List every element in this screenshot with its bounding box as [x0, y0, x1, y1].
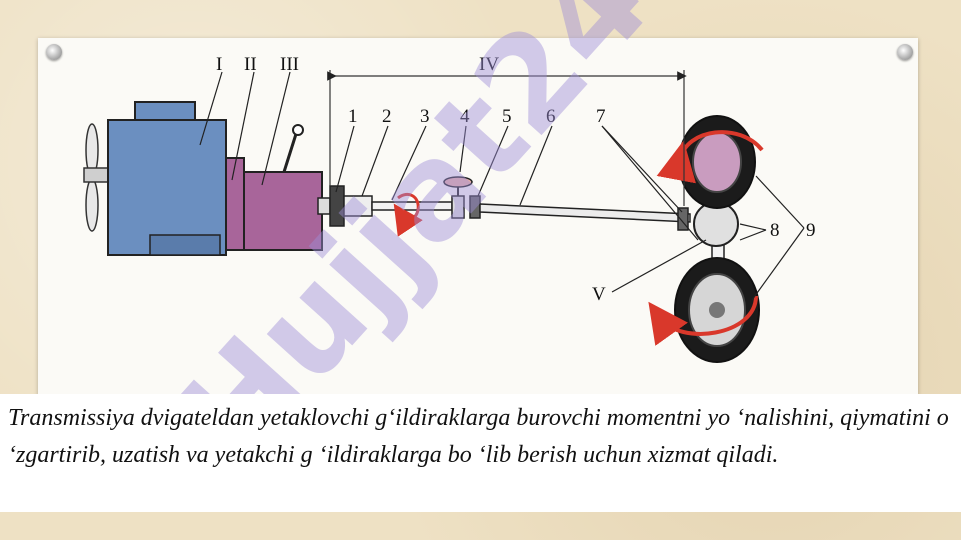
- pushpin-icon: [897, 44, 913, 60]
- pushpin-icon: [46, 44, 62, 60]
- wheel-upper: [678, 115, 756, 209]
- leader-lines: [199, 71, 805, 301]
- label-ii: II: [244, 54, 257, 75]
- label-i: I: [216, 54, 222, 75]
- dimension-line-iv: [327, 70, 687, 206]
- caption-box: [0, 394, 961, 512]
- engine-block: [107, 101, 227, 256]
- rotation-arrow-icon: [648, 295, 758, 346]
- label-iv: IV: [479, 54, 499, 75]
- part-6: 6: [546, 106, 556, 127]
- wheel-lower: [674, 257, 760, 363]
- part-9: 9: [806, 220, 816, 241]
- label-iii: III: [280, 54, 299, 75]
- part-4: 4: [460, 106, 470, 127]
- fan-icon: [83, 123, 115, 232]
- part-1: 1: [348, 106, 358, 127]
- gearbox: [243, 124, 323, 251]
- clutch-housing: [225, 157, 245, 251]
- part-5: 5: [502, 106, 512, 127]
- caption-text: Transmissiya dvigateldan yetaklovchi g‘i…: [8, 405, 949, 468]
- label-v: V: [592, 284, 606, 305]
- rotation-arrow-icon: [393, 193, 423, 237]
- part-3: 3: [420, 106, 430, 127]
- part-2: 2: [382, 106, 392, 127]
- part-7: 7: [596, 106, 606, 127]
- part-8: 8: [770, 220, 780, 241]
